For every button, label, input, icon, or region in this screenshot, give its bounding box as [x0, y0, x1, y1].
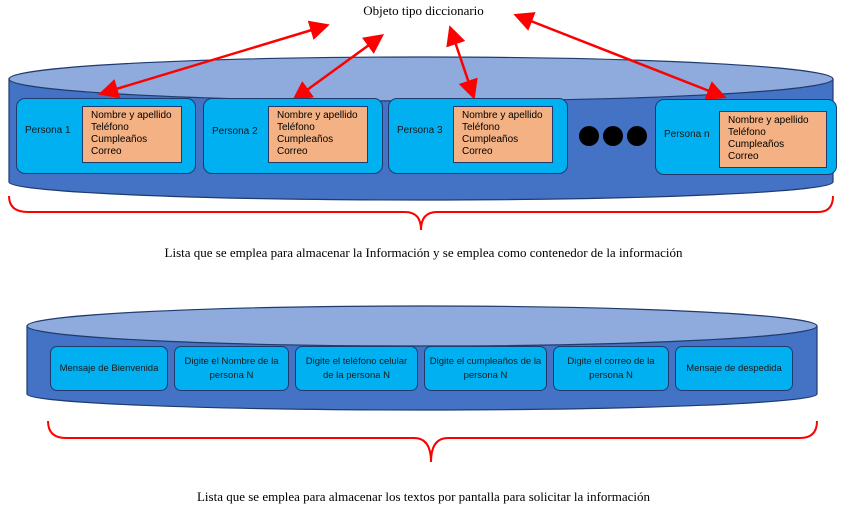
- arrow-1: [98, 20, 330, 99]
- dict-field-name: Nombre y apellido: [462, 110, 543, 121]
- ellipsis-dot-1: [579, 126, 599, 146]
- ellipsis-dot-3: [627, 126, 647, 146]
- bracket-1: [8, 195, 834, 231]
- person-label-3: Persona 3: [397, 125, 443, 136]
- dict-box-3: Nombre y apellido Teléfono Cumpleaños Co…: [453, 106, 553, 163]
- dict-field-phone: Teléfono: [91, 122, 129, 133]
- msg-card-birthday: Digite el cumpleaños de la persona N: [424, 346, 547, 391]
- container-1-top: [8, 56, 834, 102]
- msg-card-phone: Digite el teléfono celular de la persona…: [295, 346, 418, 391]
- dict-field-email: Correo: [728, 151, 759, 162]
- dict-box-n: Nombre y apellido Teléfono Cumpleaños Co…: [719, 111, 827, 168]
- dict-box-1: Nombre y apellido Teléfono Cumpleaños Co…: [82, 106, 182, 163]
- msg-card-welcome: Mensaje de Bienvenida: [50, 346, 168, 391]
- dict-field-email: Correo: [277, 146, 308, 157]
- msg-card-email: Digite el correo de la persona N: [553, 346, 669, 391]
- person-label-2: Persona 2: [212, 126, 258, 137]
- dict-field-birthday: Cumpleaños: [462, 134, 519, 145]
- msg-card-farewell: Mensaje de despedida: [675, 346, 793, 391]
- dict-field-birthday: Cumpleaños: [91, 134, 148, 145]
- list-1-caption: Lista que se emplea para almacenar la In…: [164, 245, 683, 260]
- list-2-caption: Lista que se emplea para almacenar los t…: [196, 489, 650, 504]
- bracket-2: [47, 420, 818, 463]
- arrow-3: [446, 25, 478, 100]
- dict-box-2: Nombre y apellido Teléfono Cumpleaños Co…: [268, 106, 368, 163]
- ellipsis-dot-2: [603, 126, 623, 146]
- diagram-title: Objeto tipo diccionario: [363, 3, 484, 18]
- dict-field-birthday: Cumpleaños: [728, 139, 785, 150]
- dict-field-email: Correo: [462, 146, 493, 157]
- person-label-n: Persona n: [664, 129, 710, 140]
- dict-field-name: Nombre y apellido: [277, 110, 358, 121]
- dict-field-phone: Teléfono: [277, 122, 315, 133]
- dict-field-email: Correo: [91, 146, 122, 157]
- dict-field-name: Nombre y apellido: [91, 110, 172, 121]
- arrow-4: [513, 12, 727, 100]
- container-2-top: [26, 305, 818, 347]
- dict-field-phone: Teléfono: [462, 122, 500, 133]
- dict-field-name: Nombre y apellido: [728, 115, 809, 126]
- msg-card-name: Digite el Nombre de la persona N: [174, 346, 289, 391]
- person-label-1: Persona 1: [25, 125, 71, 136]
- dict-field-phone: Teléfono: [728, 127, 766, 138]
- dict-field-birthday: Cumpleaños: [277, 134, 334, 145]
- arrow-2: [291, 34, 385, 101]
